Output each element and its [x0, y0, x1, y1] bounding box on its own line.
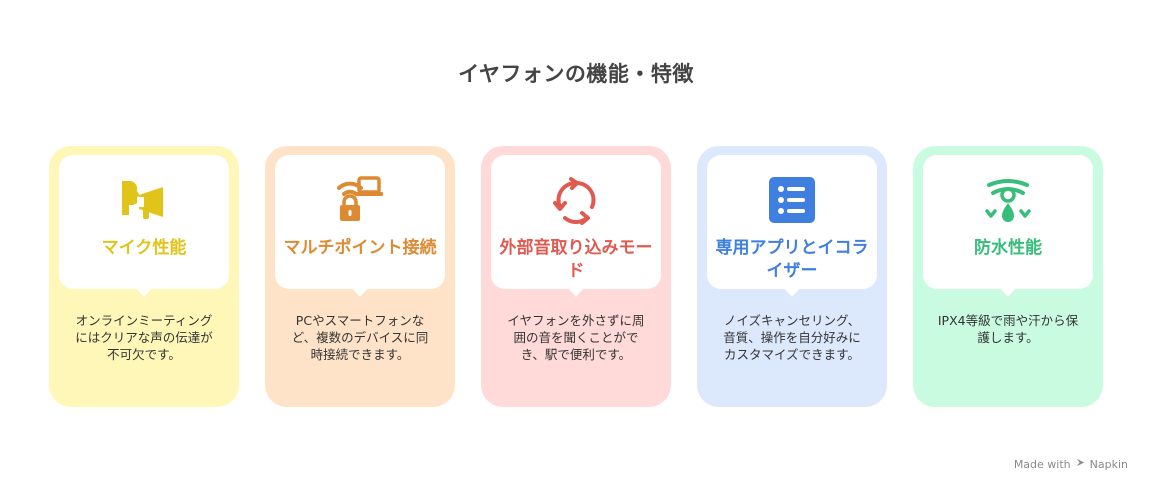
- card-pointer: [135, 287, 153, 297]
- water-drop-icon: [983, 175, 1033, 225]
- credit-brand: Napkin: [1089, 457, 1128, 471]
- card-description: ノイズキャンセリング、音質、操作を自分好みにカスタマイズできます。: [723, 313, 861, 362]
- card-header-box: マイク性能: [59, 155, 229, 289]
- settings-list-icon: [767, 175, 817, 225]
- card-header-box: 外部音取り込みモード: [491, 155, 661, 289]
- speaking-megaphone-icon: [119, 175, 169, 225]
- card-pointer: [999, 287, 1017, 297]
- card-pointer: [351, 287, 369, 297]
- feature-card-waterproof: 防水性能 IPX4等級で雨や汗から保護します。: [913, 146, 1103, 407]
- page-title: イヤフォンの機能・特徴: [458, 62, 694, 86]
- feature-card-app: 専用アプリとイコライザー ノイズキャンセリング、音質、操作を自分好みにカスタマイ…: [697, 146, 887, 407]
- card-header-box: マルチポイント接続: [275, 155, 445, 289]
- card-description: PCやスマートフォンなど、複数のデバイスに同時接続できます。: [291, 313, 429, 362]
- card-heading: 専用アプリとイコライザー: [715, 238, 869, 281]
- feature-card-multipoint: マルチポイント接続 PCやスマートフォンなど、複数のデバイスに同時接続できます。: [265, 146, 455, 407]
- card-description: オンラインミーティングにはクリアな声の伝達が不可欠です。: [75, 313, 213, 362]
- card-heading: 防水性能: [974, 238, 1042, 258]
- napkin-credit[interactable]: Made with Napkin: [1014, 457, 1128, 471]
- credit-text: Made with: [1013, 457, 1071, 471]
- card-description: イヤフォンを外さずに周囲の音を聞くことができ、駅で便利です。: [507, 313, 645, 362]
- card-header-box: 防水性能: [923, 155, 1093, 289]
- card-pointer: [567, 287, 585, 297]
- card-header-box: 専用アプリとイコライザー: [707, 155, 877, 289]
- wireless-laptop-lock-icon: [335, 175, 385, 225]
- card-heading: 外部音取り込みモード: [499, 238, 653, 281]
- card-description: IPX4等級で雨や汗から保護します。: [937, 313, 1079, 345]
- feature-card-mic: マイク性能 オンラインミーティングにはクリアな声の伝達が不可欠です。: [49, 146, 239, 407]
- circular-arrows-icon: [551, 175, 601, 225]
- card-pointer: [783, 287, 801, 297]
- card-heading: マイク性能: [101, 238, 187, 258]
- napkin-logo-icon: [1075, 457, 1086, 471]
- card-heading: マルチポイント接続: [283, 238, 437, 258]
- feature-card-ambient: 外部音取り込みモード イヤフォンを外さずに周囲の音を聞くことができ、駅で便利です…: [481, 146, 671, 407]
